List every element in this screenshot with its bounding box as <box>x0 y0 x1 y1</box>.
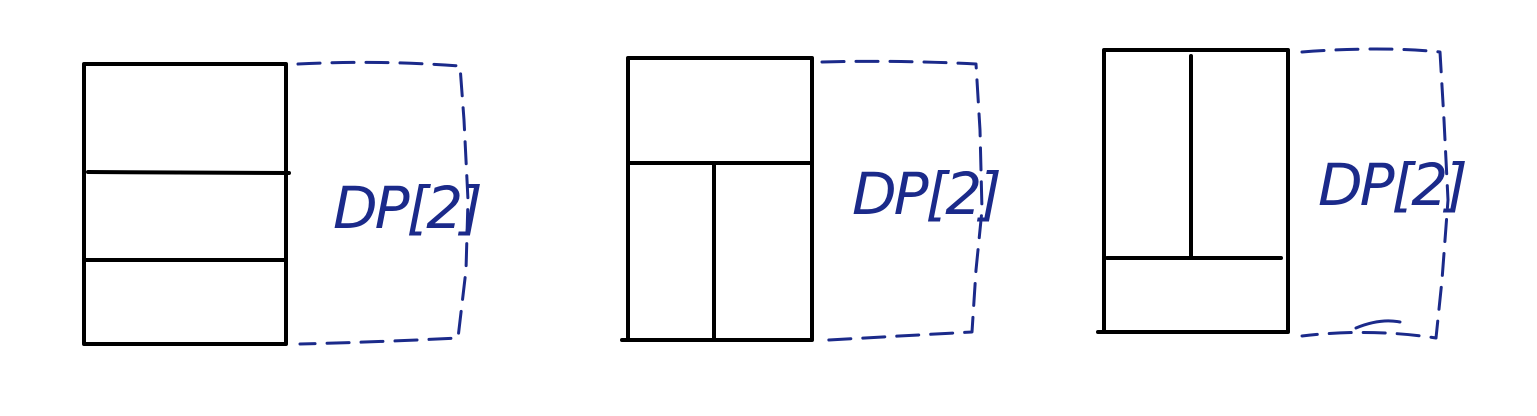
dp-label: DP[2] <box>852 160 999 228</box>
scribble-mark <box>1354 319 1402 330</box>
dp-label: DP[2] <box>333 174 480 242</box>
remaining-region-outline <box>820 59 984 342</box>
board-outline <box>1102 48 1290 334</box>
dp-label: DP[2] <box>1318 151 1465 219</box>
divider-horizontal-upper <box>86 170 291 175</box>
board-outline <box>82 62 288 346</box>
figure-1: DP[2] <box>82 60 483 346</box>
board-outline <box>626 56 814 342</box>
remaining-region-outline <box>1300 47 1450 340</box>
figure-2: DP[2] <box>620 56 1002 342</box>
figure-3: DP[2] <box>1096 47 1468 340</box>
